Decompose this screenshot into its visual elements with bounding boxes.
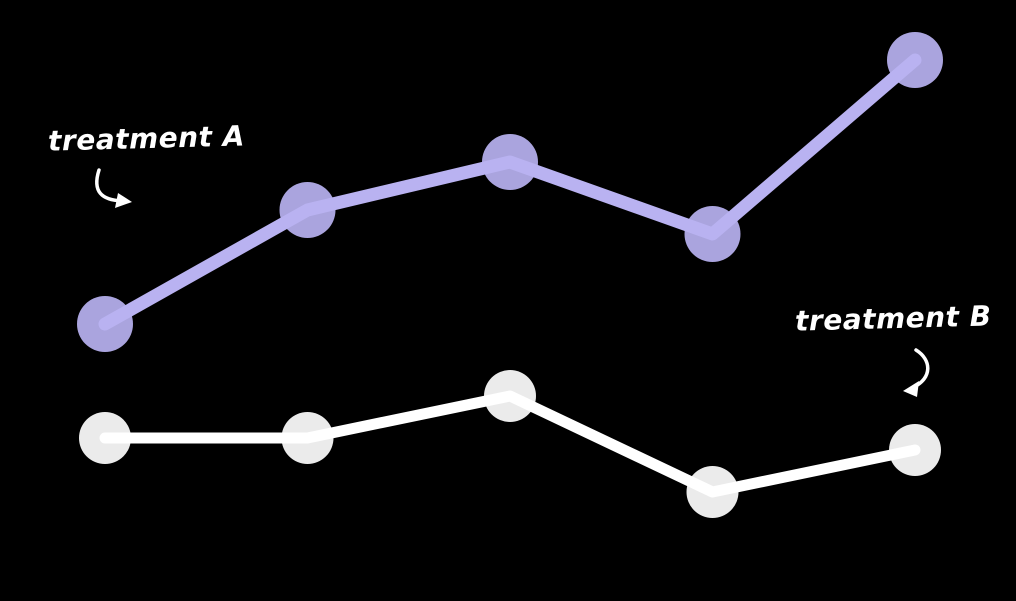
data-point bbox=[887, 32, 943, 88]
annotation-treatment-a: treatment A bbox=[47, 119, 246, 158]
data-point bbox=[686, 466, 739, 518]
data-point bbox=[281, 412, 334, 464]
treatment-b-arrow bbox=[912, 348, 930, 389]
data-point bbox=[79, 412, 131, 464]
treatment-b-arrowhead bbox=[903, 381, 919, 397]
data-point bbox=[889, 424, 941, 476]
series-layer bbox=[77, 32, 943, 518]
data-point bbox=[77, 296, 133, 352]
data-point bbox=[279, 182, 336, 238]
data-point bbox=[684, 206, 741, 262]
series-line-treatment-a bbox=[98, 53, 922, 331]
data-point bbox=[482, 134, 538, 190]
data-point bbox=[484, 370, 536, 422]
annotation-treatment-b: treatment B bbox=[794, 299, 992, 338]
treatment-a-arrowhead bbox=[115, 193, 132, 208]
